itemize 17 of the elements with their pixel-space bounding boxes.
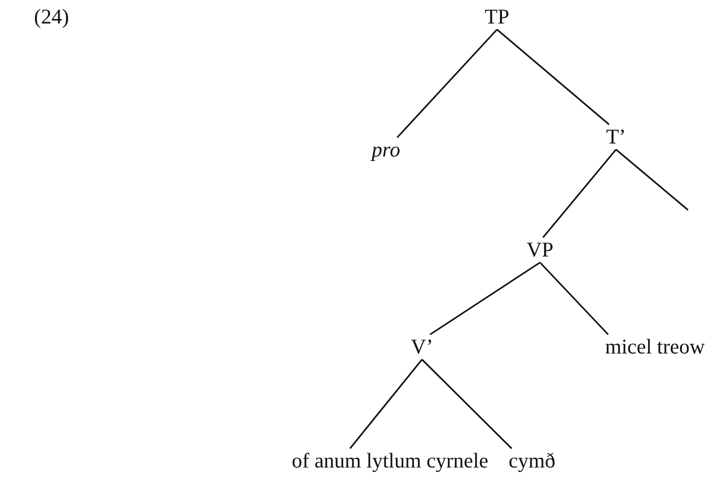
tree-branch bbox=[430, 262, 540, 336]
tree-node-label: micel treow bbox=[604, 334, 706, 360]
tree-branch bbox=[349, 359, 423, 449]
tree-node-label: T’ bbox=[605, 124, 627, 150]
example-number: (24) bbox=[34, 6, 69, 28]
tree-branch bbox=[396, 28, 498, 138]
tree-branch bbox=[615, 148, 689, 211]
tree-branch bbox=[496, 28, 610, 126]
tree-node-label: V’ bbox=[410, 334, 434, 360]
tree-branch bbox=[421, 358, 512, 450]
tree-node-label: of anum lytlum cyrnele bbox=[290, 448, 490, 474]
tree-node-label: cymð bbox=[508, 448, 556, 474]
tree-branch bbox=[539, 262, 609, 336]
tree-node-label: VP bbox=[526, 238, 554, 262]
tree-node-label: pro bbox=[370, 138, 402, 162]
tree-node-label: TP bbox=[484, 4, 510, 30]
tree-branch bbox=[542, 148, 617, 238]
